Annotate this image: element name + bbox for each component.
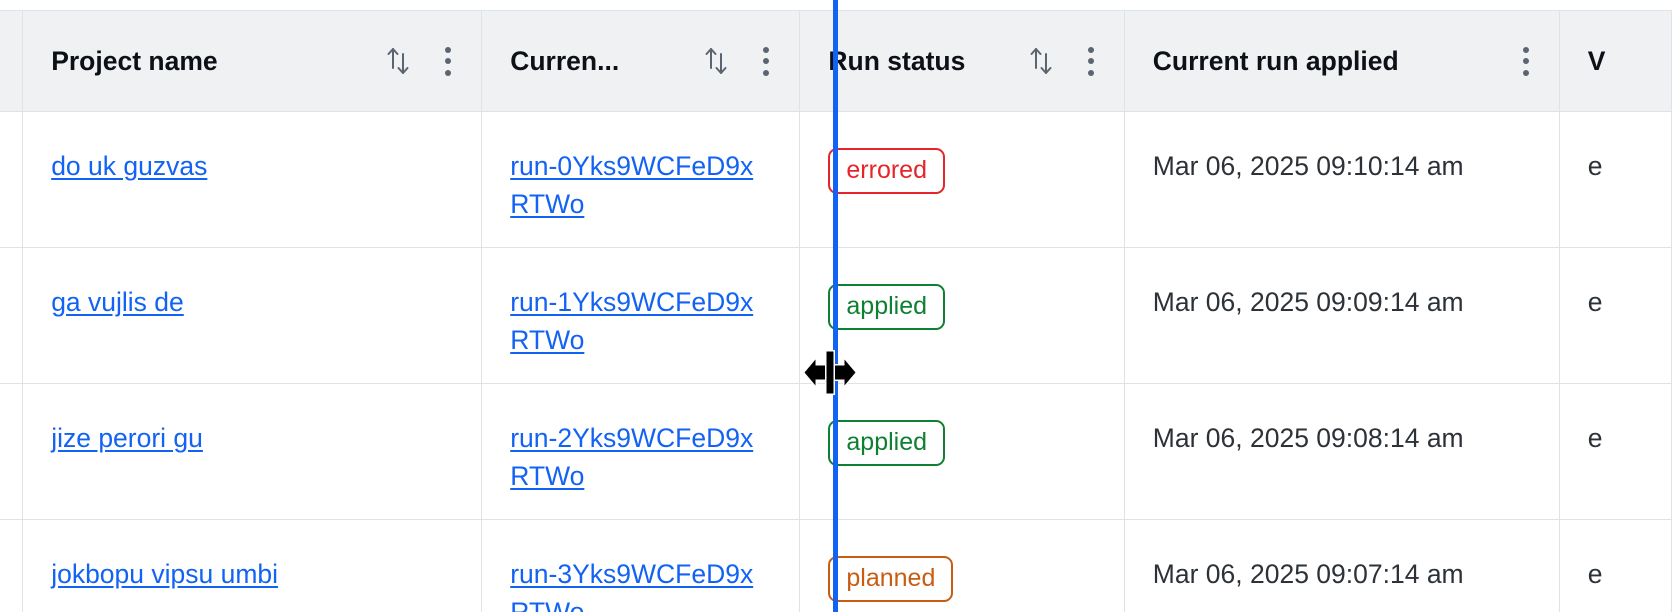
column-header-current-run-applied-label: Current run applied bbox=[1152, 45, 1399, 76]
table-row[interactable]: jokbopu vipsu umbi run-3Yks9WCFeD9xRTWo … bbox=[0, 519, 1672, 612]
kebab-menu-icon[interactable] bbox=[1080, 44, 1102, 78]
applied-timestamp: Mar 06, 2025 09:10:14 am bbox=[1152, 151, 1464, 181]
column-header-run-status-label: Run status bbox=[828, 45, 966, 76]
table-row[interactable]: do uk guzvas run-0Yks9WCFeD9xRTWo errore… bbox=[0, 111, 1672, 248]
projects-table: Project name bbox=[0, 10, 1672, 612]
column-header-current-run-applied[interactable]: Current run applied bbox=[1124, 10, 1560, 112]
cell-current-run-applied: Mar 06, 2025 09:09:14 am bbox=[1124, 247, 1560, 384]
cell-overflow: e bbox=[1559, 383, 1672, 520]
column-header-current-run-controls bbox=[703, 44, 777, 78]
column-header-current-run-label: Curren... bbox=[510, 45, 620, 76]
column-header-run-status[interactable]: Run status bbox=[799, 10, 1125, 112]
overflow-value: e bbox=[1587, 151, 1603, 181]
status-badge: applied bbox=[828, 420, 946, 466]
cell-current-run-applied: Mar 06, 2025 09:10:14 am bbox=[1124, 111, 1560, 248]
column-header-overflow-label: V bbox=[1587, 45, 1606, 76]
row-gutter bbox=[0, 519, 24, 612]
current-run-link[interactable]: run-3Yks9WCFeD9xRTWo bbox=[510, 559, 754, 612]
row-gutter bbox=[0, 383, 24, 520]
cell-project-name: jize perori gu bbox=[22, 383, 483, 520]
project-name-link[interactable]: ga vujlis de bbox=[51, 287, 184, 317]
kebab-menu-icon[interactable] bbox=[437, 44, 459, 78]
applied-timestamp: Mar 06, 2025 09:07:14 am bbox=[1152, 559, 1464, 589]
table-row[interactable]: ga vujlis de run-1Yks9WCFeD9xRTWo applie… bbox=[0, 247, 1672, 384]
column-header-gutter bbox=[0, 10, 24, 112]
table-body: do uk guzvas run-0Yks9WCFeD9xRTWo errore… bbox=[0, 111, 1672, 612]
applied-timestamp: Mar 06, 2025 09:08:14 am bbox=[1152, 423, 1464, 453]
cell-project-name: ga vujlis de bbox=[22, 247, 483, 384]
cell-current-run-applied: Mar 06, 2025 09:07:14 am bbox=[1124, 519, 1560, 612]
project-name-link[interactable]: jize perori gu bbox=[51, 423, 203, 453]
current-run-link[interactable]: run-2Yks9WCFeD9xRTWo bbox=[510, 423, 754, 491]
project-name-link[interactable]: do uk guzvas bbox=[51, 151, 208, 181]
overflow-value: e bbox=[1587, 559, 1603, 589]
cell-run-status: errored bbox=[799, 111, 1125, 248]
column-resize-indicator[interactable] bbox=[833, 0, 838, 612]
row-gutter bbox=[0, 247, 24, 384]
overflow-value: e bbox=[1587, 423, 1603, 453]
overflow-value: e bbox=[1587, 287, 1603, 317]
cell-project-name: jokbopu vipsu umbi bbox=[22, 519, 483, 612]
cell-current-run: run-0Yks9WCFeD9xRTWo bbox=[481, 111, 801, 248]
cell-current-run: run-2Yks9WCFeD9xRTWo bbox=[481, 383, 801, 520]
kebab-menu-icon[interactable] bbox=[755, 44, 777, 78]
sort-icon[interactable] bbox=[1028, 44, 1054, 78]
cell-run-status: planned bbox=[799, 519, 1125, 612]
sort-icon[interactable] bbox=[703, 44, 729, 78]
current-run-link[interactable]: run-0Yks9WCFeD9xRTWo bbox=[510, 151, 754, 219]
cell-current-run: run-3Yks9WCFeD9xRTWo bbox=[481, 519, 801, 612]
cell-current-run: run-1Yks9WCFeD9xRTWo bbox=[481, 247, 801, 384]
table-header: Project name bbox=[0, 10, 1672, 112]
cell-overflow: e bbox=[1559, 111, 1672, 248]
column-header-current-run-applied-controls bbox=[1515, 44, 1537, 78]
cell-project-name: do uk guzvas bbox=[22, 111, 483, 248]
cell-overflow: e bbox=[1559, 519, 1672, 612]
status-badge: errored bbox=[828, 148, 945, 194]
sort-icon[interactable] bbox=[385, 44, 411, 78]
current-run-link[interactable]: run-1Yks9WCFeD9xRTWo bbox=[510, 287, 754, 355]
status-badge: planned bbox=[828, 556, 954, 602]
kebab-menu-icon[interactable] bbox=[1515, 44, 1537, 78]
column-header-run-status-controls bbox=[1028, 44, 1102, 78]
applied-timestamp: Mar 06, 2025 09:09:14 am bbox=[1152, 287, 1464, 317]
cell-run-status: applied bbox=[799, 383, 1125, 520]
column-header-project-name-controls bbox=[385, 44, 459, 78]
column-header-project-name[interactable]: Project name bbox=[22, 10, 483, 112]
column-header-overflow[interactable]: V bbox=[1559, 10, 1672, 112]
cell-overflow: e bbox=[1559, 247, 1672, 384]
column-header-project-name-label: Project name bbox=[51, 45, 218, 76]
column-header-current-run[interactable]: Curren... bbox=[481, 10, 801, 112]
table-header-row: Project name bbox=[0, 10, 1672, 112]
cell-run-status: applied bbox=[799, 247, 1125, 384]
project-name-link[interactable]: jokbopu vipsu umbi bbox=[51, 559, 279, 589]
cell-current-run-applied: Mar 06, 2025 09:08:14 am bbox=[1124, 383, 1560, 520]
table-row[interactable]: jize perori gu run-2Yks9WCFeD9xRTWo appl… bbox=[0, 383, 1672, 520]
status-badge: applied bbox=[828, 284, 946, 330]
row-gutter bbox=[0, 111, 24, 248]
